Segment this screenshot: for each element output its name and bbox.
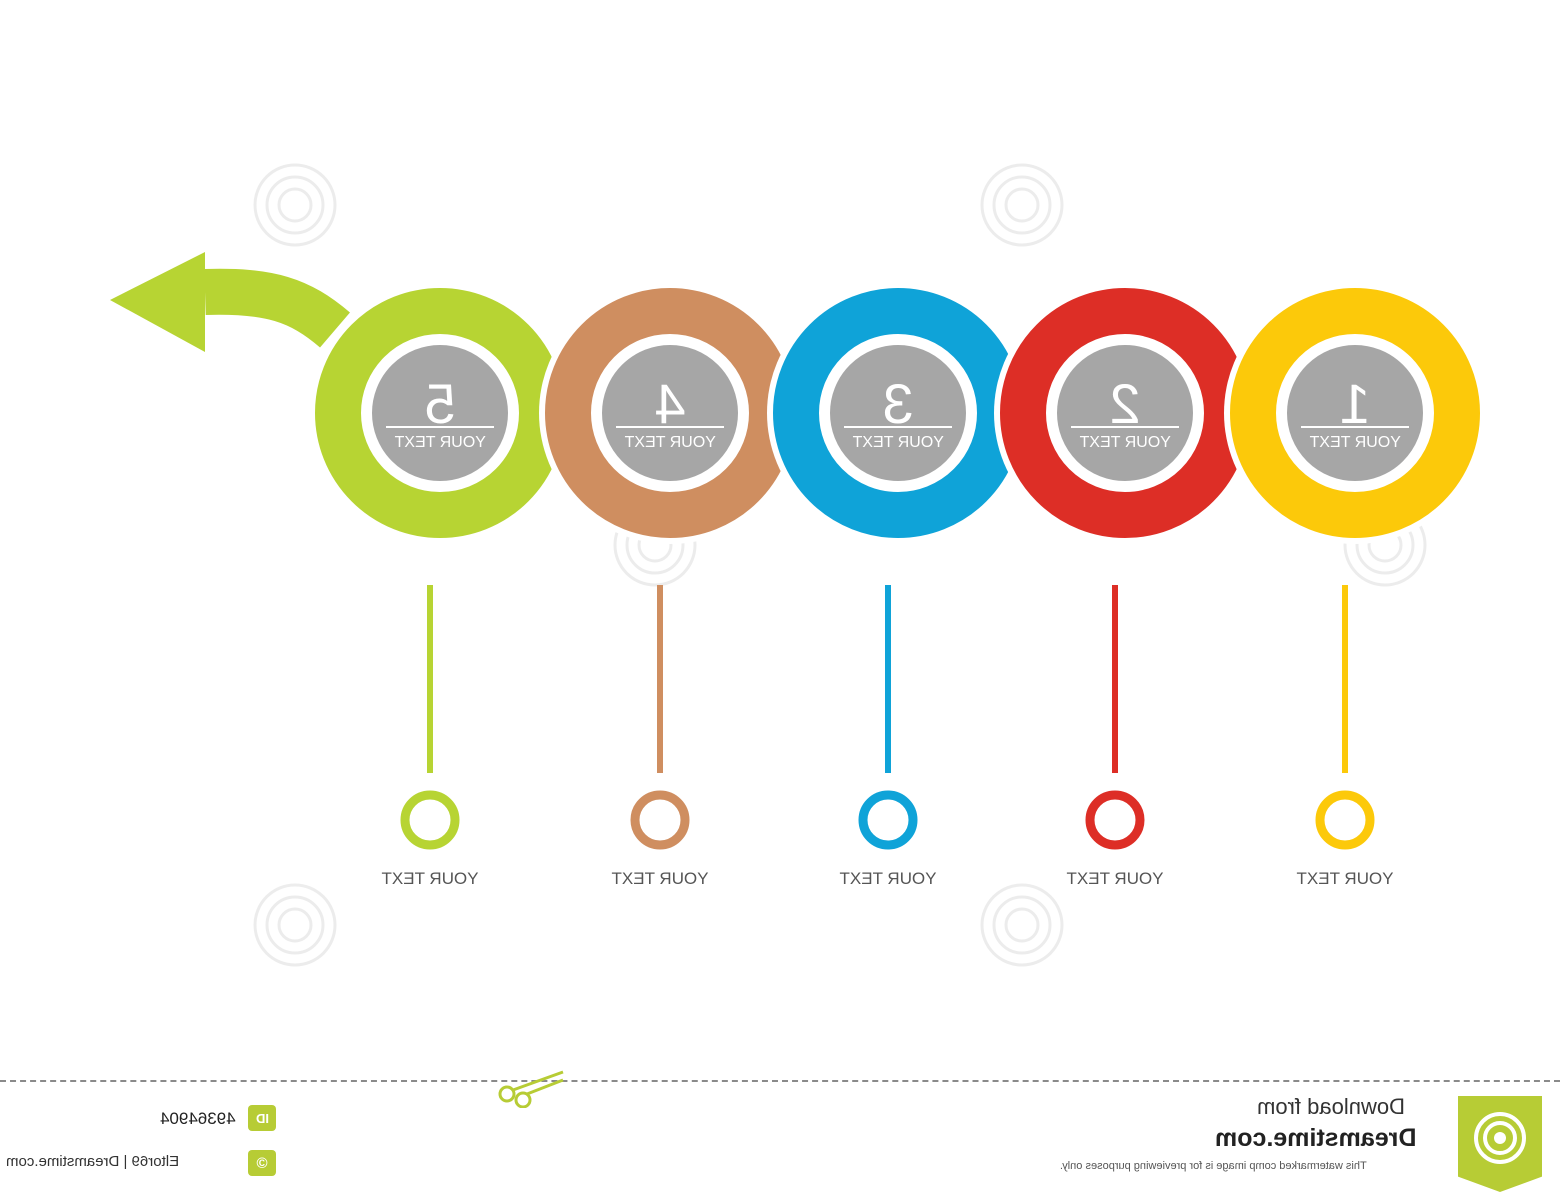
step-number: 1 <box>1339 372 1370 435</box>
inner-disc <box>594 337 746 489</box>
step-caption: YOUR TEXT <box>1067 869 1164 888</box>
marker-ring <box>630 790 690 850</box>
step-number: 2 <box>1109 372 1140 435</box>
download-from-label: Download from <box>1257 1094 1405 1119</box>
arrow-head <box>110 252 205 352</box>
arrow-curve <box>204 268 350 348</box>
step-number: 3 <box>882 372 913 435</box>
inner-disc <box>822 337 974 489</box>
marker-ring <box>400 790 460 850</box>
step-label: YOUR TEXT <box>394 434 486 451</box>
step-caption: YOUR TEXT <box>382 869 479 888</box>
inner-disc <box>364 337 516 489</box>
id-badge-label: ID <box>255 1110 269 1126</box>
step-label: YOUR TEXT <box>624 434 716 451</box>
step-caption: YOUR TEXT <box>1297 869 1394 888</box>
copyright-icon: © <box>248 1150 276 1176</box>
step-number: 5 <box>424 372 455 435</box>
step-number: 4 <box>654 372 685 435</box>
id-badge: ID <box>248 1105 276 1131</box>
marker-ring <box>858 790 918 850</box>
scissors-icon <box>498 1070 564 1108</box>
step-caption: YOUR TEXT <box>840 869 937 888</box>
marker-ring <box>1085 790 1145 850</box>
footer-bar: 49364904 ID Eltor69 | Dreamstime.com © D… <box>0 1070 1560 1197</box>
preview-notice: This watermarked comp image is for previ… <box>1060 1160 1367 1172</box>
watermark-spiral-icon <box>980 883 1064 967</box>
step-ring <box>1230 288 1480 538</box>
inner-disc <box>1049 337 1201 489</box>
step-label: YOUR TEXT <box>1309 434 1401 451</box>
inner-disc <box>1279 337 1431 489</box>
step-label: YOUR TEXT <box>852 434 944 451</box>
watermark-spiral-icon <box>980 163 1064 247</box>
brand-logo-badge <box>1458 1096 1542 1192</box>
watermark-spiral-icon <box>253 163 337 247</box>
image-id: 49364904 <box>160 1109 236 1128</box>
site-name: Dreamstime.com <box>1215 1124 1417 1152</box>
arrow-tail <box>110 252 350 352</box>
step-label: YOUR TEXT <box>1079 434 1171 451</box>
step-caption: YOUR TEXT <box>612 869 709 888</box>
watermark-spiral-icon <box>253 883 337 967</box>
marker-ring <box>1315 790 1375 850</box>
author-credit: Eltor69 | Dreamstime.com <box>6 1153 180 1170</box>
spiral-logo-icon <box>1474 1112 1526 1164</box>
